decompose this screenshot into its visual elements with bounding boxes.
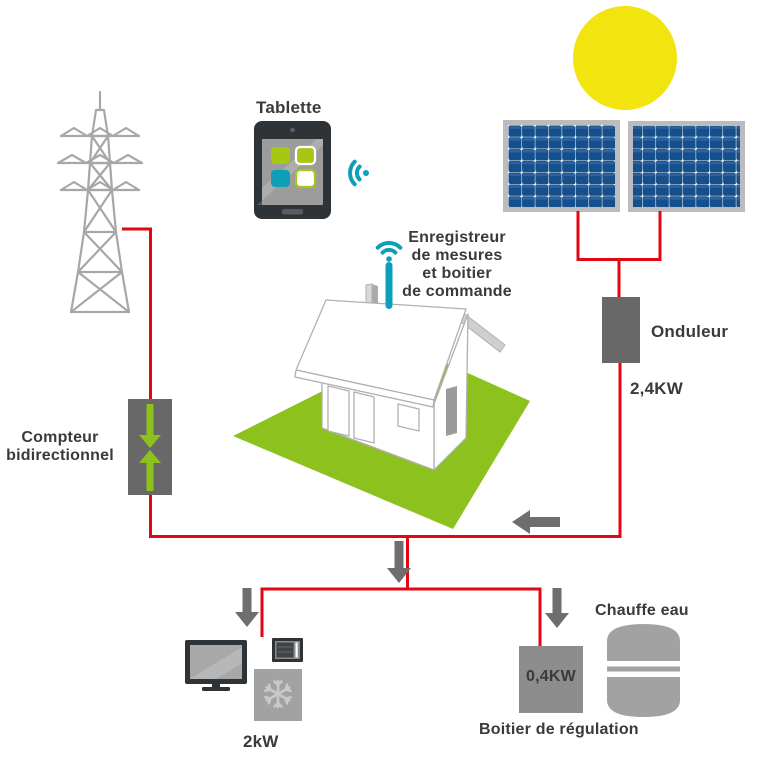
meter-up-arrow-icon (139, 450, 161, 491)
flow-arrow-down-regulator-icon (545, 588, 569, 628)
chimney-icon (365, 283, 378, 305)
meter-box (128, 399, 172, 495)
flow-arrow-down-appliances-icon (235, 588, 259, 627)
freezer-icon (254, 669, 302, 721)
sun-icon (573, 6, 677, 110)
appliance-bus-line (260, 587, 542, 646)
flow-arrow-left-icon (512, 510, 560, 534)
snowflake-icon (263, 679, 293, 709)
house-illustration (233, 283, 530, 529)
meter-label: Compteur bidirectionnel (6, 429, 114, 464)
solar-panel-right-icon (628, 121, 745, 212)
grid-feed-line (122, 227, 152, 537)
inverter-label: Onduleur (651, 322, 729, 341)
inverter-to-bus-line (149, 363, 622, 538)
app-icon-white (294, 168, 317, 189)
tablet-label: Tablette (256, 98, 322, 117)
app-icon-teal (271, 170, 290, 187)
meter-down-arrow-icon (139, 404, 161, 448)
tablet-icon (254, 121, 331, 219)
panels-to-inverter-line (576, 211, 662, 297)
house-door (446, 386, 457, 436)
house-window-3 (397, 403, 420, 432)
recorder-label: Enregistreur de mesures et boitier de co… (402, 229, 512, 300)
water-heater-icon (603, 624, 684, 717)
house-window-2 (353, 391, 375, 444)
pylon-icon (56, 90, 144, 314)
regulator-power-label: 0,4KW (526, 668, 576, 685)
inverter-power-label: 2,4KW (630, 379, 683, 398)
regulator-label: Boitier de régulation (479, 721, 639, 738)
solar-panel-left-icon (503, 120, 620, 212)
regulator-box (519, 646, 583, 713)
app-icon-green-1 (271, 147, 290, 164)
antenna-icon (375, 241, 403, 309)
tablet-wifi-icon (348, 159, 369, 187)
appliances-power-label: 2kW (243, 732, 279, 751)
microwave-icon (272, 638, 303, 662)
water-heater-label: Chauffe eau (595, 602, 689, 619)
app-icon-green-2 (294, 145, 317, 166)
house-window-1 (327, 385, 350, 437)
inverter-box (602, 297, 640, 363)
flow-arrow-down-main-icon (387, 541, 411, 583)
tv-icon (185, 640, 247, 691)
